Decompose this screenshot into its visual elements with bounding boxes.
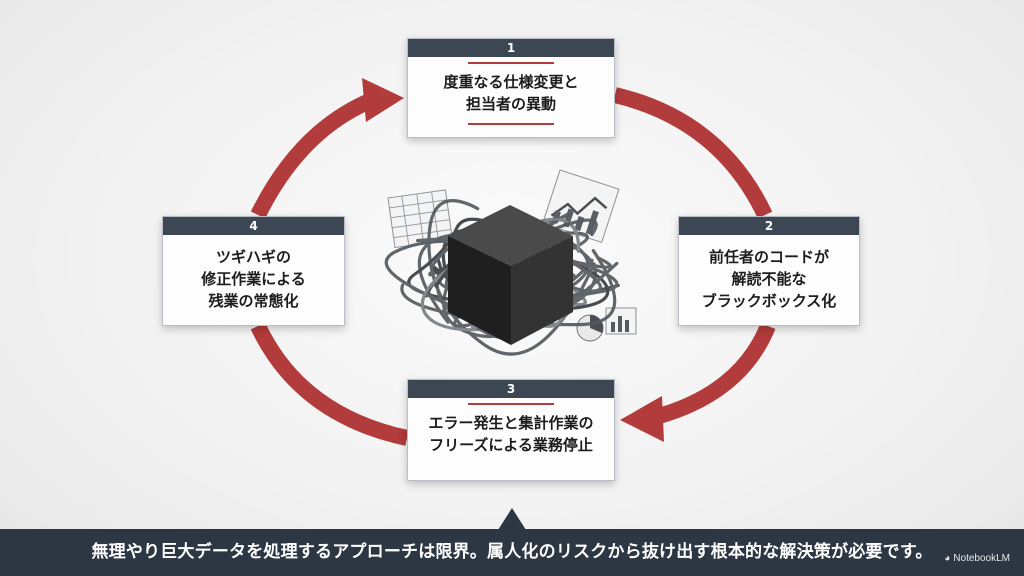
- step-1-line-2: 担当者の異動: [465, 95, 556, 113]
- arrow-2-to-3: [649, 322, 776, 426]
- step-1-line-1: 度重なる仕様変更と: [443, 73, 579, 91]
- arrow-3-to-4: [250, 322, 409, 446]
- step-text-1: 度重なる仕様変更と 担当者の異動: [408, 57, 614, 125]
- banner-pointer: [498, 508, 526, 530]
- step-4-line-1: ツギハギの: [215, 248, 291, 266]
- step-text-2: 前任者のコードが 解読不能な ブラックボックス化: [679, 235, 859, 312]
- brand-name: NotebookLM: [953, 553, 1010, 564]
- step-3-line-2: フリーズによる業務停止: [429, 436, 593, 454]
- step-4-line-3: 残業の常態化: [208, 292, 299, 310]
- step-number-4: 4: [163, 217, 344, 235]
- step-card-2: 2 前任者のコードが 解読不能な ブラックボックス化: [678, 216, 860, 326]
- step-underline-1: [468, 123, 554, 125]
- wire-strand: [427, 199, 596, 356]
- black-box-cube-icon: [448, 205, 573, 345]
- step-accent-1: [468, 62, 554, 64]
- arrow-1-to-2: [613, 87, 773, 219]
- step-accent-3: [468, 403, 554, 405]
- step-number-3: 3: [408, 380, 614, 398]
- step-4-line-2: 修正作業による: [201, 270, 306, 288]
- cycle-arrow: [250, 87, 776, 446]
- arrow-4-to-1: [250, 92, 376, 219]
- arrowhead-3: [620, 396, 664, 442]
- wire-strand: [384, 239, 612, 333]
- step-2-line-1: 前任者のコードが: [708, 248, 829, 266]
- step-card-4: 4 ツギハギの 修正作業による 残業の常態化: [162, 216, 345, 326]
- step-text-3: エラー発生と集計作業の フリーズによる業務停止: [408, 398, 614, 456]
- arrowhead-1: [362, 78, 404, 122]
- step-card-3: 3 エラー発生と集計作業の フリーズによる業務停止: [407, 379, 615, 481]
- spreadsheet-icon: [387, 189, 453, 249]
- step-number-2: 2: [679, 217, 859, 235]
- step-card-1: 1 度重なる仕様変更と 担当者の異動: [407, 38, 615, 138]
- step-3-line-1: エラー発生と集計作業の: [428, 414, 594, 432]
- brand-watermark: ◕NotebookLM: [944, 553, 1010, 564]
- step-number-1: 1: [408, 39, 614, 57]
- wire-strand: [407, 217, 536, 311]
- step-2-line-3: ブラックボックス化: [701, 292, 837, 310]
- notebooklm-logo-icon: ◕: [944, 553, 951, 564]
- pie-chart-icon: [576, 314, 604, 342]
- step-text-4: ツギハギの 修正作業による 残業の常態化: [163, 235, 344, 312]
- conclusion-banner: 無理やり巨大データを処理するアプローチは限界。属人化のリスクから抜け出す根本的な…: [0, 529, 1024, 576]
- step-2-line-2: 解読不能な: [731, 270, 807, 288]
